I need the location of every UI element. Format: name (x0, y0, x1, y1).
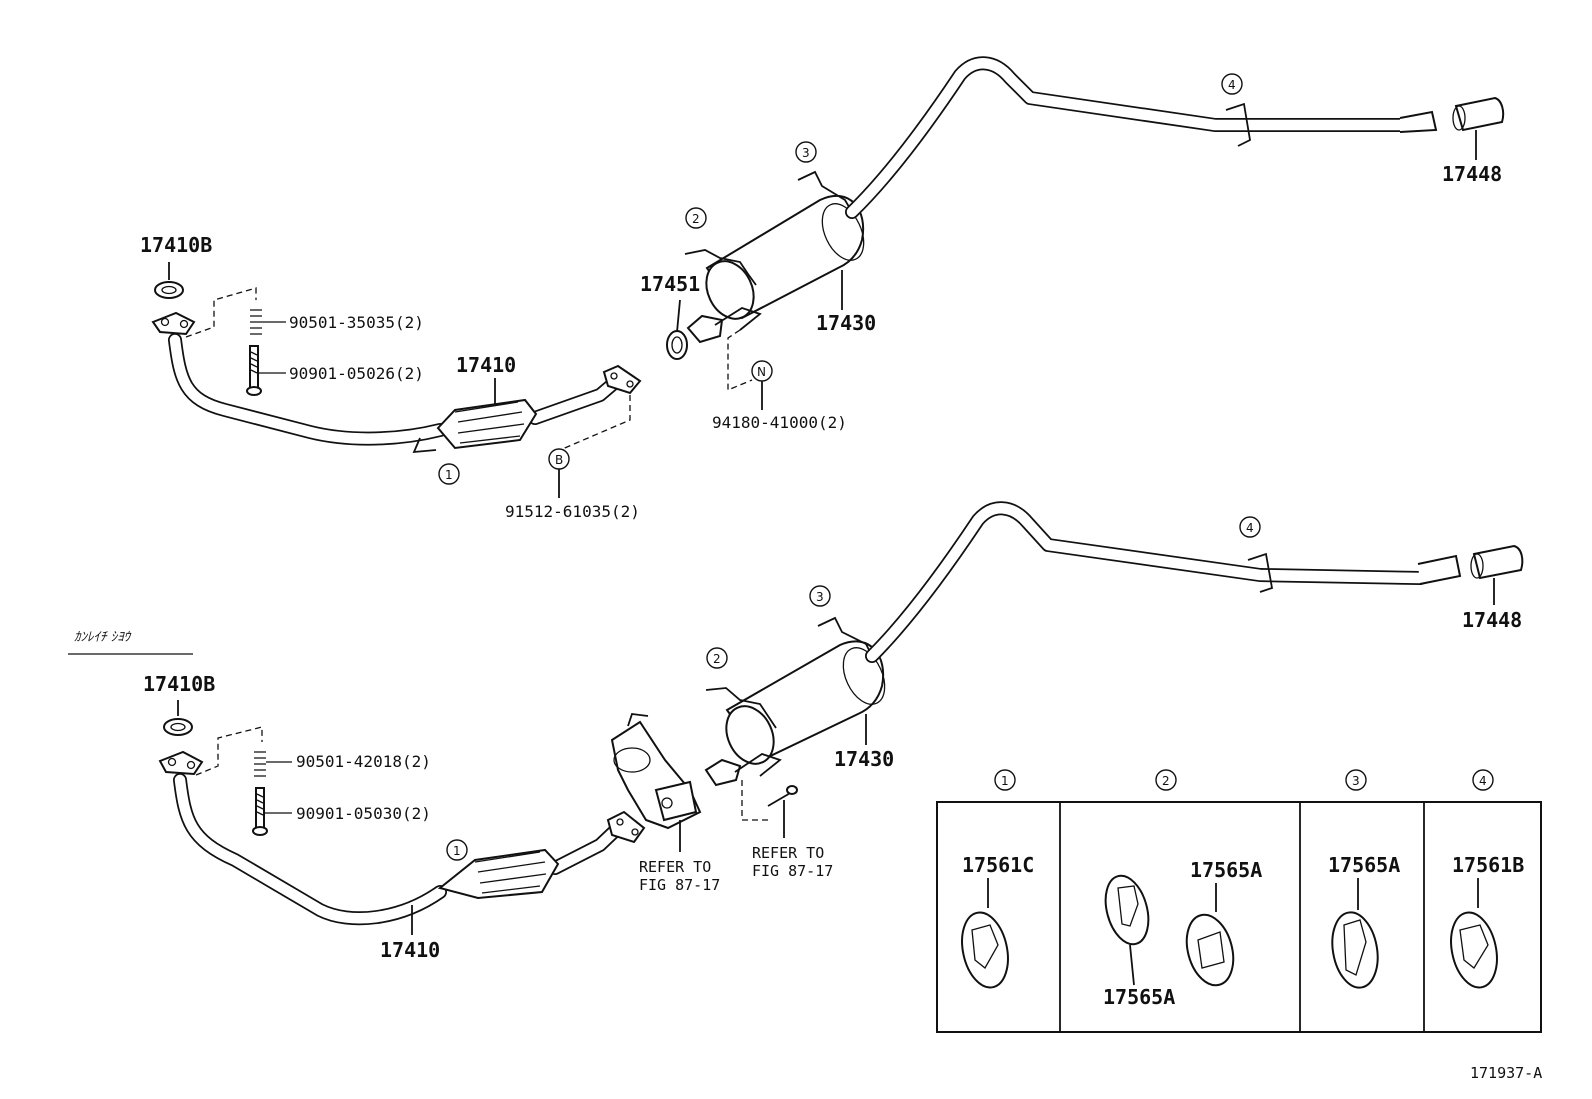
spring-90501-upper[interactable] (250, 309, 286, 335)
spring-90501-lower[interactable] (254, 751, 292, 777)
callout-2-lower (706, 647, 728, 669)
refer-note-1-line2: FIG 87-17 (639, 876, 720, 894)
hanger-17561b[interactable] (1445, 908, 1504, 991)
svg-text:3: 3 (816, 590, 824, 604)
hanger-17565a-col2-left[interactable] (1099, 871, 1156, 949)
svg-text:4: 4 (1228, 78, 1236, 92)
svg-text:4: 4 (1246, 521, 1254, 535)
callout-4-lower (1239, 516, 1261, 538)
label-90901-lower: 90901-05030(2) (296, 804, 431, 823)
table-callout-4 (1472, 769, 1494, 791)
svg-text:1: 1 (445, 468, 453, 482)
refer-note-2-line1: REFER TO (752, 844, 824, 862)
upper-assembly: 17410B 90501-35035(2) 90901-05026(2) (140, 56, 1505, 521)
table-callout-1 (994, 769, 1016, 791)
hanger-17565a-col2-right[interactable] (1179, 910, 1240, 991)
label-17451: 17451 (640, 272, 700, 296)
table-label-17565a-a: 17565A (1190, 858, 1262, 882)
muffler-17430-lower[interactable] (704, 501, 1462, 787)
lower-assembly: ｶﾝﾚｲﾁ ｼﾖｳ 17410B 90501-42018(2) 90901-05… (68, 501, 1524, 962)
bolt-90901-lower[interactable] (252, 787, 292, 836)
hanger-17561c[interactable] (956, 908, 1015, 991)
label-90901-upper: 90901-05026(2) (289, 364, 424, 383)
label-17410-lower: 17410 (380, 938, 440, 962)
table-label-17561b: 17561B (1452, 853, 1524, 877)
table-callout-3 (1345, 769, 1367, 791)
center-pipe-refer[interactable] (610, 713, 702, 830)
svg-text:2: 2 (692, 212, 700, 226)
callout-1-lower (446, 839, 468, 861)
svg-text:2: 2 (713, 652, 721, 666)
callout-2-upper (685, 207, 707, 229)
section-title-lower: ｶﾝﾚｲﾁ ｼﾖｳ (74, 630, 132, 645)
gasket-17410b-lower[interactable] (163, 718, 193, 736)
svg-text:3: 3 (802, 146, 810, 160)
bolt-refer-2[interactable] (741, 780, 798, 821)
table-label-17565a-b: 17565A (1103, 985, 1175, 1009)
svg-text:2: 2 (1162, 774, 1170, 788)
svg-text:B: B (555, 453, 563, 467)
muffler-17430-upper[interactable] (684, 56, 1438, 344)
gasket-17410b-upper[interactable] (154, 281, 184, 299)
label-17448-upper: 17448 (1442, 162, 1502, 186)
svg-text:1: 1 (1001, 774, 1009, 788)
label-17448-lower: 17448 (1462, 608, 1522, 632)
callout-4-upper (1221, 73, 1243, 95)
label-90501-lower: 90501-42018(2) (296, 752, 431, 771)
svg-text:1: 1 (453, 844, 461, 858)
bolt-90901-upper[interactable] (246, 345, 286, 396)
label-17430-upper: 17430 (816, 311, 876, 335)
callout-3-lower (809, 585, 831, 607)
table-callout-2 (1155, 769, 1177, 791)
front-pipe-17410-lower[interactable] (158, 750, 646, 926)
callout-1-upper (438, 463, 460, 485)
svg-text:N: N (757, 365, 766, 379)
tail-tip-17448-upper[interactable] (1452, 96, 1505, 132)
tail-tip-17448-lower[interactable] (1470, 544, 1524, 580)
label-91512-upper: 91512-61035(2) (505, 502, 640, 521)
refer-note-2-line2: FIG 87-17 (752, 862, 833, 880)
refer-note-1-line1: REFER TO (639, 858, 711, 876)
svg-text:4: 4 (1479, 774, 1487, 788)
hanger-17565a-col3[interactable] (1327, 909, 1384, 991)
svg-text:3: 3 (1352, 774, 1360, 788)
figure-id: 171937-A (1470, 1064, 1542, 1082)
label-17430-lower: 17430 (834, 747, 894, 771)
label-94180-upper: 94180-41000(2) (712, 413, 847, 432)
hanger-table: 1 2 3 4 17561C 17565A 17565A 17565A (936, 769, 1542, 1033)
label-90501-upper: 90501-35035(2) (289, 313, 424, 332)
front-pipe-17410-upper[interactable] (151, 311, 642, 454)
label-17410-upper: 17410 (456, 353, 516, 377)
label-17410b-upper: 17410B (140, 233, 212, 257)
callout-3-upper (795, 141, 817, 163)
table-label-17561c: 17561C (962, 853, 1034, 877)
table-label-17565a-c: 17565A (1328, 853, 1400, 877)
gasket-17451[interactable] (666, 330, 688, 360)
label-17410b-lower: 17410B (143, 672, 215, 696)
